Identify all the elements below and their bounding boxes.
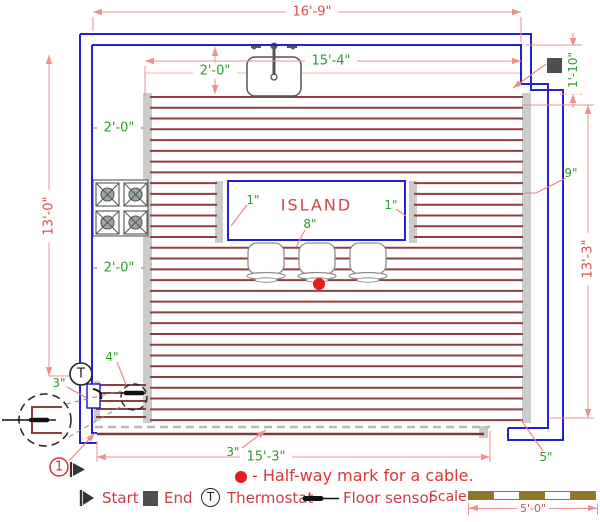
wall-line	[80, 33, 564, 441]
scale-bar-segment	[519, 492, 545, 499]
dim-text: 2'-0"	[104, 121, 135, 136]
dim-text: 16'-9"	[292, 5, 331, 20]
legend-floor-sensor-label: Floor sensor	[343, 489, 435, 507]
dim-arrow	[211, 85, 219, 94]
dim-arrow	[45, 55, 53, 64]
wall-line	[79, 34, 97, 444]
bar-stool	[297, 242, 337, 283]
dim-text: 15'-3"	[246, 450, 285, 465]
start-flag-icon	[79, 490, 94, 506]
dim-arrow	[93, 8, 102, 16]
bar-stool	[246, 242, 286, 283]
cable-end-marker	[547, 58, 562, 73]
dim-text: 13'-3"	[581, 239, 596, 278]
dim-text: 4"	[105, 350, 118, 364]
cable-fixing-strip	[479, 426, 488, 438]
thermostat-symbol	[69, 362, 93, 386]
dim-text: 1	[55, 460, 63, 475]
cable-fixing-strip	[409, 181, 417, 243]
leader-line	[230, 204, 248, 227]
dim-text: 2'-0"	[104, 261, 135, 276]
dim-text: ISLAND	[281, 196, 352, 215]
dim-text: 1'-10"	[566, 52, 580, 88]
detail-connector-dashed	[68, 403, 126, 438]
detail-connector-dashed	[65, 390, 122, 405]
thermostat-lead	[92, 388, 103, 400]
scale-bar-segment	[469, 492, 495, 499]
dim-arrow	[584, 409, 592, 418]
halfway-mark-dot	[313, 278, 325, 290]
dim-text: 1"	[384, 198, 397, 212]
island-outline	[227, 180, 406, 241]
legend-thermostat-label: Thermostat	[227, 489, 314, 507]
scale-label: Scale	[429, 489, 467, 505]
thermostat-icon: T	[201, 488, 220, 507]
dim-arrow	[256, 430, 266, 438]
start-number-circle	[49, 457, 69, 477]
scale-bar-segment	[569, 492, 596, 499]
dim-arrow	[512, 8, 521, 16]
dim-text: 5"	[539, 450, 552, 464]
dim-arrow	[145, 57, 154, 65]
cable-fixing-strip	[215, 181, 223, 243]
cable-fixing-strip	[522, 93, 531, 423]
dim-arrow	[513, 80, 523, 88]
leader-line	[395, 208, 407, 217]
bar-stool	[348, 242, 388, 283]
leader-line	[295, 229, 306, 248]
dim-arrow	[584, 105, 592, 114]
dim-arrow	[45, 367, 53, 376]
dim-text: 15'-4"	[311, 54, 350, 69]
dim-text: 3"	[52, 376, 65, 390]
legend-end-label: End	[164, 489, 193, 507]
dim-arrow	[211, 47, 219, 56]
dim-text: 9"	[564, 166, 577, 180]
scale-dimension: 5'-0"	[468, 502, 598, 515]
wall-line	[91, 45, 97, 434]
dim-arrow	[86, 433, 95, 442]
start-flag-on-plan	[73, 463, 85, 476]
dim-text: 8"	[303, 217, 316, 231]
leader-line	[116, 361, 128, 388]
dim-text: 2'-0"	[200, 64, 231, 79]
halfway-dot-icon	[235, 471, 247, 483]
cable-fixing-strip	[143, 93, 152, 423]
thermostat-wall-box	[86, 383, 101, 409]
leader-line	[520, 419, 544, 452]
leader-line	[524, 177, 567, 194]
end-square-icon	[143, 491, 158, 506]
dim-arrow	[481, 453, 490, 461]
detail-bubble-small	[120, 383, 148, 411]
dim-arrow	[97, 453, 106, 461]
scale-bar-segment	[494, 492, 520, 499]
dim-text: 13'-0"	[42, 196, 57, 235]
wall-line	[92, 44, 549, 429]
scale-bar	[468, 491, 596, 500]
dim-arrow	[512, 57, 521, 65]
legend-start-label: Start	[102, 489, 139, 507]
scale-value: 5'-0"	[516, 502, 550, 515]
halfway-note: - Half-way mark for a cable.	[252, 466, 474, 485]
floor-sensor-icon	[302, 496, 339, 501]
dim-text: 3"	[226, 445, 239, 459]
dim-text: T	[76, 367, 85, 382]
dim-text: 1"	[246, 193, 259, 207]
scale-bar-segment	[544, 492, 570, 499]
